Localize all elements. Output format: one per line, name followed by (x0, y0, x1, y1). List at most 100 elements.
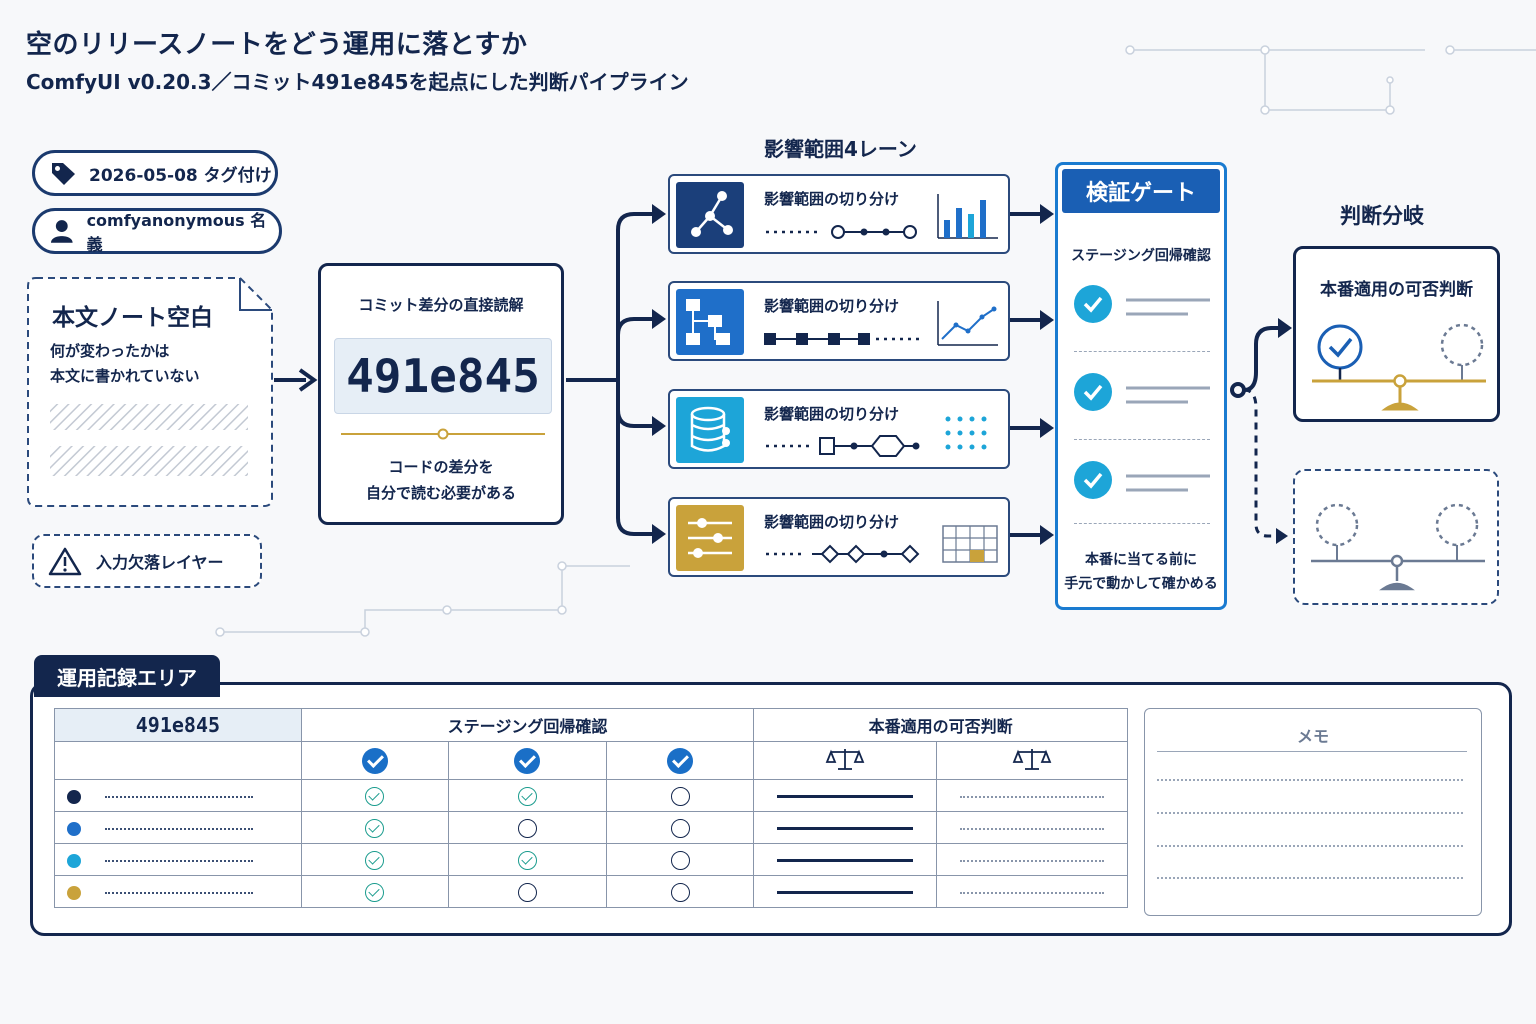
decision-dotted-line (960, 859, 1105, 862)
record-cell-decision-2[interactable] (936, 843, 1128, 876)
record-cell-decision-2[interactable] (936, 779, 1128, 812)
missing-input-layer-badge: 入力欠落レイヤー (32, 534, 262, 588)
record-cell-staging-2[interactable] (447, 843, 608, 876)
empty-circle-icon (670, 786, 690, 806)
production-decision-card: 本番適用の可否判断 (1293, 246, 1500, 422)
warning-icon (48, 547, 82, 576)
decision-dotted-line (960, 827, 1105, 830)
scale-icon (1012, 748, 1052, 770)
lane-2: 影響範囲の切り分け (668, 281, 1010, 361)
record-cell-staging-1[interactable] (300, 875, 449, 908)
record-cell-decision-2[interactable] (936, 875, 1128, 908)
gate-lines-3 (1126, 474, 1210, 492)
gate-subtitle: ステージング回帰確認 (1071, 248, 1211, 264)
lane-1-node-chain (766, 225, 917, 239)
decision-solid-line (777, 891, 914, 894)
missing-input-label: 入力欠落レイヤー (96, 553, 224, 572)
verification-gate: 検証ゲート ステージング回帰確認 本番に当てる前に 手元で動かして確かめる (1055, 162, 1227, 610)
empty-circle-icon (670, 882, 690, 902)
line-chart-icon (937, 301, 998, 346)
table-row[interactable] (54, 875, 1128, 908)
record-cell-decision-1[interactable] (753, 811, 938, 844)
page-title: 空のリリースノートをどう運用に落とすか (26, 30, 528, 60)
gate-check-3 (1074, 461, 1112, 499)
check-outline-icon (365, 882, 385, 902)
row-color-dot (67, 853, 81, 868)
database-icon (676, 397, 744, 463)
record-subheader-check-3 (606, 741, 755, 780)
record-cell-staging-3[interactable] (606, 779, 755, 812)
gate-footer-2: 手元で動かして確かめる (1064, 576, 1218, 592)
row-dotted-line (105, 859, 253, 862)
decision-solid-line (777, 859, 914, 862)
bar-chart-icon (937, 194, 998, 239)
lane-3-node-chain (766, 435, 920, 457)
record-cell-staging-3[interactable] (606, 875, 755, 908)
author-label: comfyanonymous 名義 (86, 211, 267, 254)
lane-2-label: 影響範囲の切り分け (764, 297, 900, 315)
tag-icon (52, 163, 75, 185)
check-outline-icon (517, 786, 537, 806)
memo-line[interactable] (1157, 877, 1463, 879)
memo-panel: メモ (1144, 708, 1482, 916)
record-cell-staging-1[interactable] (300, 843, 449, 876)
decision-dotted-line (960, 795, 1105, 798)
scale-icon (825, 748, 865, 770)
user-icon (50, 220, 73, 243)
record-subheader-scale-2 (936, 741, 1128, 780)
record-cell-staging-1[interactable] (300, 811, 449, 844)
memo-label: メモ (1296, 727, 1329, 746)
record-cell-decision-2[interactable] (936, 811, 1128, 844)
row-color-dot (67, 789, 81, 804)
record-col-decision: 本番適用の可否判断 (753, 708, 1128, 742)
record-cell-staging-2[interactable] (447, 811, 608, 844)
network-graph-icon (676, 182, 744, 248)
note-line-2: 本文に書かれていない (50, 367, 200, 385)
record-cell-decision-1[interactable] (753, 843, 938, 876)
table-row[interactable] (54, 779, 1128, 812)
author-pill: comfyanonymous 名義 (32, 208, 282, 254)
lane-1: 影響範囲の切り分け (668, 174, 1010, 254)
record-cell-staging-2[interactable] (447, 875, 608, 908)
decision-solid-line (777, 795, 914, 798)
record-cell-decision-1[interactable] (753, 875, 938, 908)
empty-circle-icon (517, 818, 537, 838)
gate-separator-1 (1074, 351, 1210, 352)
table-row[interactable] (54, 811, 1128, 844)
tag-date-pill: 2026-05-08 タグ付け (32, 150, 278, 196)
decision-card-title: 本番適用の可否判断 (1320, 280, 1473, 300)
lane-1-label: 影響範囲の切り分け (764, 190, 900, 208)
lane-4-node-chain (766, 544, 920, 564)
record-cell-staging-3[interactable] (606, 843, 755, 876)
row-dotted-line (105, 891, 253, 894)
table-row[interactable] (54, 843, 1128, 876)
record-row-marker (54, 875, 302, 908)
check-outline-icon (365, 786, 385, 806)
alternate-decision-card (1293, 469, 1499, 605)
note-title: 本文ノート空白 (52, 305, 213, 331)
note-line-1: 何が変わったかは (50, 342, 170, 360)
gate-lines-2 (1126, 386, 1210, 404)
check-outline-icon (365, 818, 385, 838)
record-cell-decision-1[interactable] (753, 779, 938, 812)
memo-line[interactable] (1157, 812, 1463, 814)
record-cell-staging-3[interactable] (606, 811, 755, 844)
record-col-hash: 491e845 (54, 708, 302, 742)
gate-footer-1: 本番に当てる前に (1085, 552, 1197, 568)
commit-caption-1: コードの差分を (388, 458, 494, 476)
gate-title: 検証ゲート (1062, 169, 1220, 213)
gate-separator-2 (1074, 439, 1210, 440)
record-row-marker (54, 811, 302, 844)
memo-line[interactable] (1157, 845, 1463, 847)
lane-3: 影響範囲の切り分け (668, 389, 1010, 469)
check-outline-icon (365, 850, 385, 870)
gate-lines-1 (1126, 298, 1210, 316)
memo-line[interactable] (1157, 779, 1463, 781)
commit-divider (341, 428, 545, 440)
record-cell-staging-1[interactable] (300, 779, 449, 812)
commit-hash: 491e845 (334, 338, 552, 414)
grid-table-icon (942, 525, 998, 563)
record-cell-staging-2[interactable] (447, 779, 608, 812)
record-table: 491e845 ステージング回帰確認 本番適用の可否判断 (54, 708, 1128, 908)
scale-balance-unresolved-icon (1311, 503, 1485, 591)
